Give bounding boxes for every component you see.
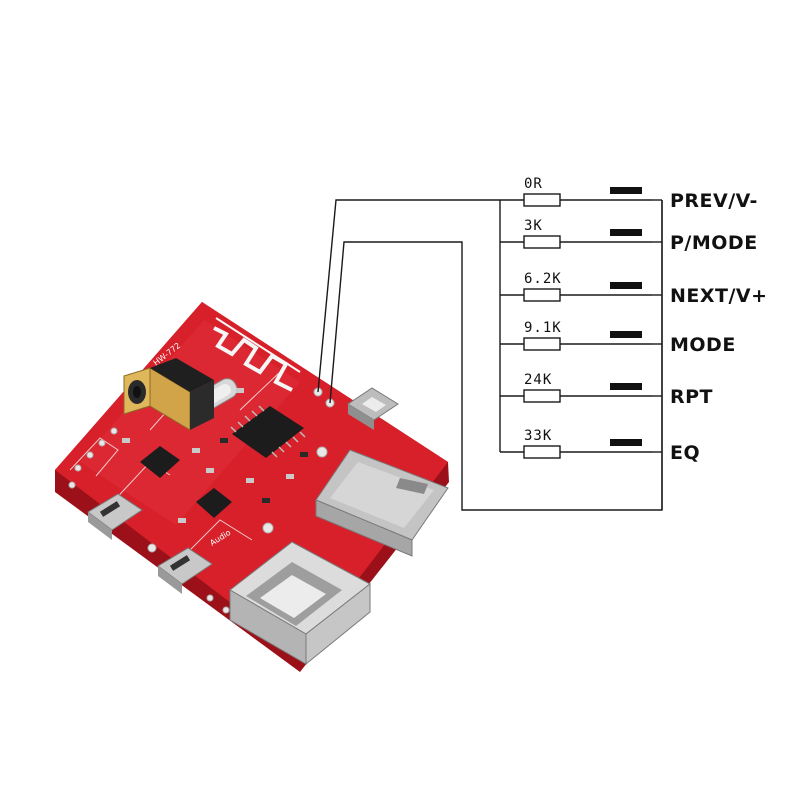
switch-cap	[610, 187, 642, 194]
microsd-slot	[315, 449, 449, 557]
solder-pads	[68, 387, 335, 614]
pcb-board: HW-772	[55, 302, 449, 672]
resistor	[523, 288, 561, 302]
wire-signal	[317, 199, 500, 393]
audio-jack	[123, 358, 214, 431]
antenna	[213, 317, 301, 392]
switch-cap	[610, 439, 642, 446]
resistor-value-label: 3K	[524, 218, 543, 234]
small-ic-chip	[140, 446, 180, 478]
button-function-label: EQ	[670, 442, 700, 464]
button-function-label: PREV/V-	[670, 190, 758, 212]
button-function-label: MODE	[670, 334, 736, 356]
resistor-value-label: 6.2K	[524, 271, 562, 287]
main-ic-chip	[230, 405, 306, 458]
smd-components	[122, 388, 308, 523]
resistor	[523, 193, 561, 207]
switch-cap	[610, 383, 642, 390]
switch-cap	[610, 331, 642, 338]
onboard-button	[347, 387, 399, 430]
micro-usb-port	[157, 547, 213, 594]
usb-a-port	[229, 541, 371, 666]
switch-cap	[610, 229, 642, 236]
resistor	[523, 445, 561, 459]
micro-usb-port	[87, 493, 143, 540]
resistor-value-label: 9.1K	[524, 320, 562, 336]
resistor	[523, 389, 561, 403]
small-ic-chip	[196, 488, 232, 518]
resistor-value-label: 0R	[524, 176, 543, 192]
button-function-label: P/MODE	[670, 232, 758, 254]
resistor-value-label: 24K	[524, 372, 552, 388]
button-function-label: NEXT/V+	[670, 285, 768, 307]
resistor	[523, 337, 561, 351]
resistor-value-label: 33K	[524, 428, 552, 444]
resistor	[523, 235, 561, 249]
button-function-label: RPT	[670, 386, 713, 408]
switch-cap	[610, 282, 642, 289]
button-ladder: 0R PREV/V- 3K P/MODE 6.2K NEXT/V+ 9.1K MODE 24K R…	[500, 176, 768, 510]
